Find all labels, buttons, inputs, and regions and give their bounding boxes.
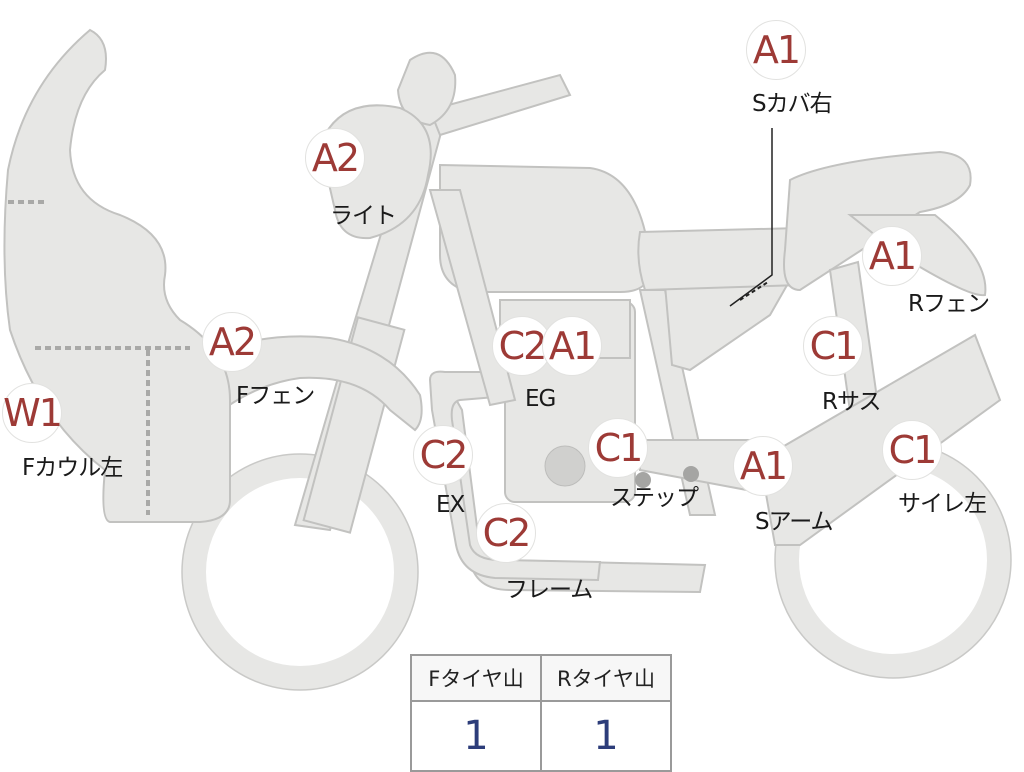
step-code: C1 (588, 418, 648, 478)
ex-label: EX (436, 492, 465, 518)
eg-label: EG (525, 386, 556, 412)
silencer-left-code: C1 (882, 420, 942, 480)
r-fender-code: A1 (862, 226, 922, 286)
light-label: ライト (330, 203, 397, 229)
r-sus-code: C1 (803, 316, 863, 376)
front-wheel (182, 454, 418, 690)
eg-a1-code: A1 (542, 316, 602, 376)
s-cover-right-code: A1 (746, 20, 806, 80)
tire-table-header-row: Fタイヤ山 Rタイヤ山 (410, 654, 672, 702)
tire-table-value-row: 1 1 (410, 700, 672, 772)
f-fender-label: Fフェン (236, 383, 315, 409)
light-code: A2 (305, 128, 365, 188)
step-label: ステップ (610, 485, 699, 511)
f-cowl-left-code: W1 (2, 383, 63, 443)
footpeg-right (683, 466, 699, 482)
frame-code: C2 (476, 503, 536, 563)
f-cowl-left-label: Fカウル左 (22, 455, 123, 481)
r-sus-label: Rサス (822, 389, 882, 415)
s-arm-label: Sアーム (755, 509, 834, 535)
frame-label: フレーム (505, 577, 593, 603)
s-cover-right-label: Sカバ右 (752, 91, 833, 117)
silencer-left-label: サイレ左 (898, 491, 987, 517)
s-cover-leader-dash (739, 281, 769, 301)
s-arm-code: A1 (733, 436, 793, 496)
tire-tread-table: Fタイヤ山 Rタイヤ山 1 1 (410, 654, 672, 772)
front-wheel-outline (181, 453, 419, 691)
s-cover-leader-line (729, 128, 773, 307)
seat (637, 226, 801, 292)
exhaust-pipe (428, 370, 602, 582)
engine-cover (544, 445, 586, 487)
rear-tire-header: Rタイヤ山 (540, 654, 672, 702)
front-tire-value: 1 (410, 700, 542, 772)
ex-code: C2 (413, 425, 473, 485)
footpeg-left (635, 472, 651, 488)
f-fender-code: A2 (202, 312, 262, 372)
side-cover (663, 278, 792, 372)
handlebar (428, 73, 572, 137)
rear-tire-value: 1 (540, 700, 672, 772)
front-tire-header: Fタイヤ山 (410, 654, 542, 702)
r-fender-label: Rフェン (908, 291, 990, 317)
